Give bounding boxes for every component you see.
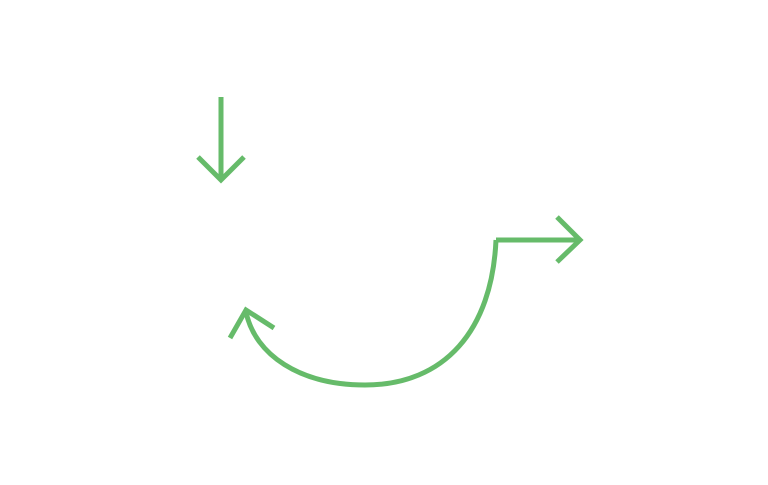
down-arrow-head: [196, 155, 246, 184]
curved-return-arrow-icon: [227, 239, 499, 388]
curved-arrow-head: [227, 306, 276, 340]
right-arrow-icon: [496, 215, 584, 264]
curved-arrow-shaft: [243, 239, 499, 388]
right-arrow-head: [555, 215, 584, 264]
down-arrow-icon: [196, 97, 246, 184]
